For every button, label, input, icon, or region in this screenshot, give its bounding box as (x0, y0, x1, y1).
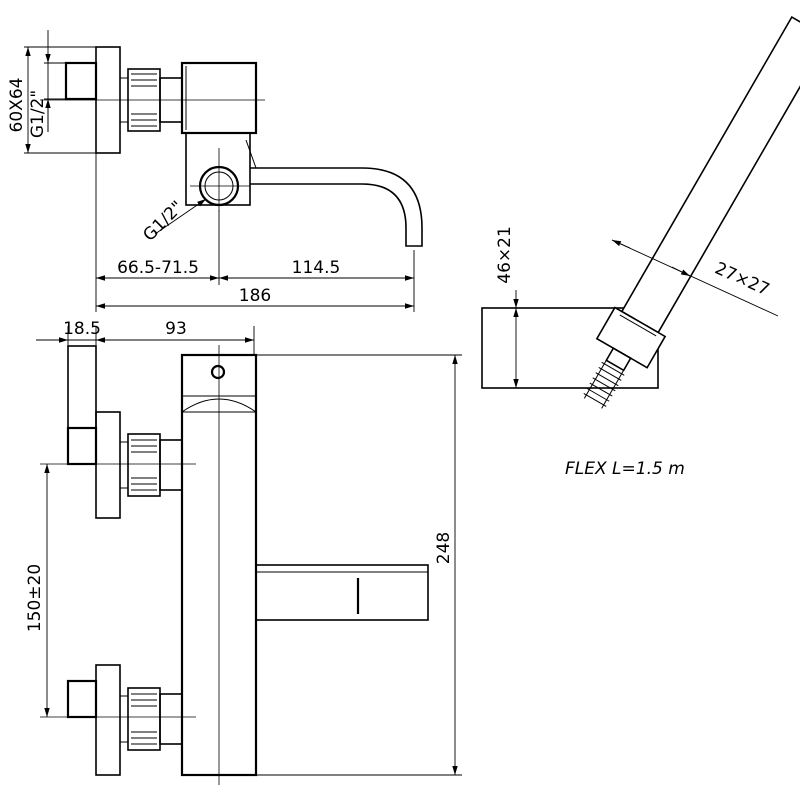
flange-size-label: 60X64 (7, 78, 27, 133)
upper-union-nut (120, 433, 183, 497)
thread-outlet-label: G1/2" (139, 197, 187, 245)
shower-handle (583, 15, 800, 409)
hose-length-note: FLEX L=1.5 m (565, 459, 685, 479)
lower-connector (66, 679, 98, 719)
handle-size-label: 27×27 (712, 259, 773, 301)
top-view: 60X64 G1/2" G1/2" 66.5-71.5 114.5 186 (7, 30, 423, 312)
wall-gap-label: 18.5 (63, 319, 101, 339)
hand-shower-view: 46×21 27×27 FLEX L=1.5 m (481, 15, 800, 479)
upper-wall-bracket (67, 345, 97, 429)
lower-flange (95, 664, 121, 776)
diverter-block (185, 132, 251, 206)
spout-top (250, 167, 423, 247)
spout-reach-label: 114.5 (292, 258, 341, 278)
temperature-indicator-icon (210, 364, 226, 380)
upper-connector (66, 426, 98, 466)
spout-side (255, 564, 429, 621)
total-depth-label: 186 (239, 286, 271, 306)
lower-union-nut (120, 687, 183, 751)
offset-label: 66.5-71.5 (117, 258, 199, 278)
centers-label: 150±20 (25, 564, 45, 632)
mixer-body-top (180, 61, 258, 135)
body-depth-label: 93 (165, 319, 187, 339)
pipe-connector (64, 61, 98, 101)
upper-flange (95, 411, 121, 519)
thread-top-label: G1/2" (28, 90, 48, 138)
body-height-label: 248 (434, 532, 454, 564)
side-view: 18.5 93 (25, 319, 462, 785)
holder-height-label: 46×21 (495, 226, 515, 284)
